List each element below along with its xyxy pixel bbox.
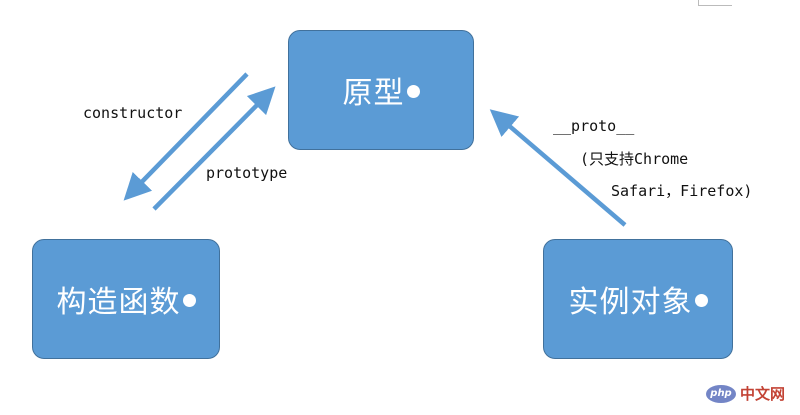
prototype-node: 原型 — [288, 30, 474, 150]
watermark: php 中文网 — [706, 383, 785, 404]
prototype-arrow — [152, 86, 276, 211]
watermark-text: 中文网 — [740, 385, 786, 403]
php-logo: php — [706, 384, 736, 403]
bullet-dot — [406, 84, 420, 98]
prototype-edge-label: prototype — [206, 164, 288, 182]
prototype-node-label: 原型 — [342, 76, 405, 111]
instance-node-label: 实例对象 — [568, 285, 693, 320]
constructor-edge-label: constructor — [83, 104, 183, 122]
browser-support-note-line2: Safari，Firefox) — [611, 182, 753, 200]
constructor-arrow — [123, 72, 249, 201]
proto-edge-label: __proto__ — [553, 117, 635, 135]
bullet-dot — [694, 293, 708, 307]
proto-arrow — [489, 109, 627, 227]
constructor-node: 构造函数 — [32, 239, 220, 359]
corner-mark — [698, 0, 732, 6]
bullet-dot — [182, 293, 196, 307]
browser-support-note-line1: (只支持Chrome — [580, 150, 689, 168]
instance-node: 实例对象 — [543, 239, 733, 359]
constructor-node-label: 构造函数 — [56, 285, 181, 320]
